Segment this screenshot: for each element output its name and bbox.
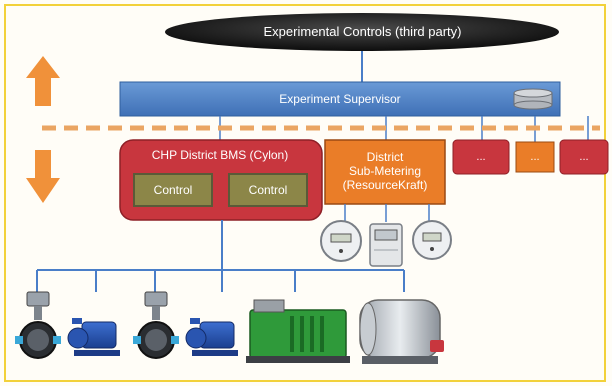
experiment-supervisor-label: Experiment Supervisor [279,92,401,107]
heat-meter-icon [412,220,452,260]
experimental-controls-cloud [165,13,559,51]
control-box: Control [228,173,308,207]
other-system-box [452,139,510,175]
gas-meter-icon [369,223,403,267]
other-system-label: ... [530,150,540,163]
other-system-box [559,139,609,175]
other-system-box [515,141,555,173]
other-system-label: ... [476,150,486,163]
diagram-frame [4,4,606,382]
database-icon [513,88,553,110]
control-box: Control [133,173,213,207]
electricity-meter-icon [320,220,362,262]
bms-title: CHP District BMS (Cylon) [151,148,289,163]
experiment-supervisor-box [119,81,561,117]
chp-generator-icon [246,299,350,363]
boiler-icon [359,299,444,364]
submetering-label: District Sub-Metering (ResourceKraft) [342,150,428,192]
pump-icon [67,318,120,356]
other-system-label: ... [579,150,589,163]
pump-icon [185,318,238,356]
experimental-controls-label: Experimental Controls (third party) [263,23,462,39]
submetering-box [324,139,446,205]
up-arrow-icon [26,56,60,106]
down-arrow-icon [26,150,60,203]
valve-icon [133,291,179,359]
valve-icon [15,291,61,359]
